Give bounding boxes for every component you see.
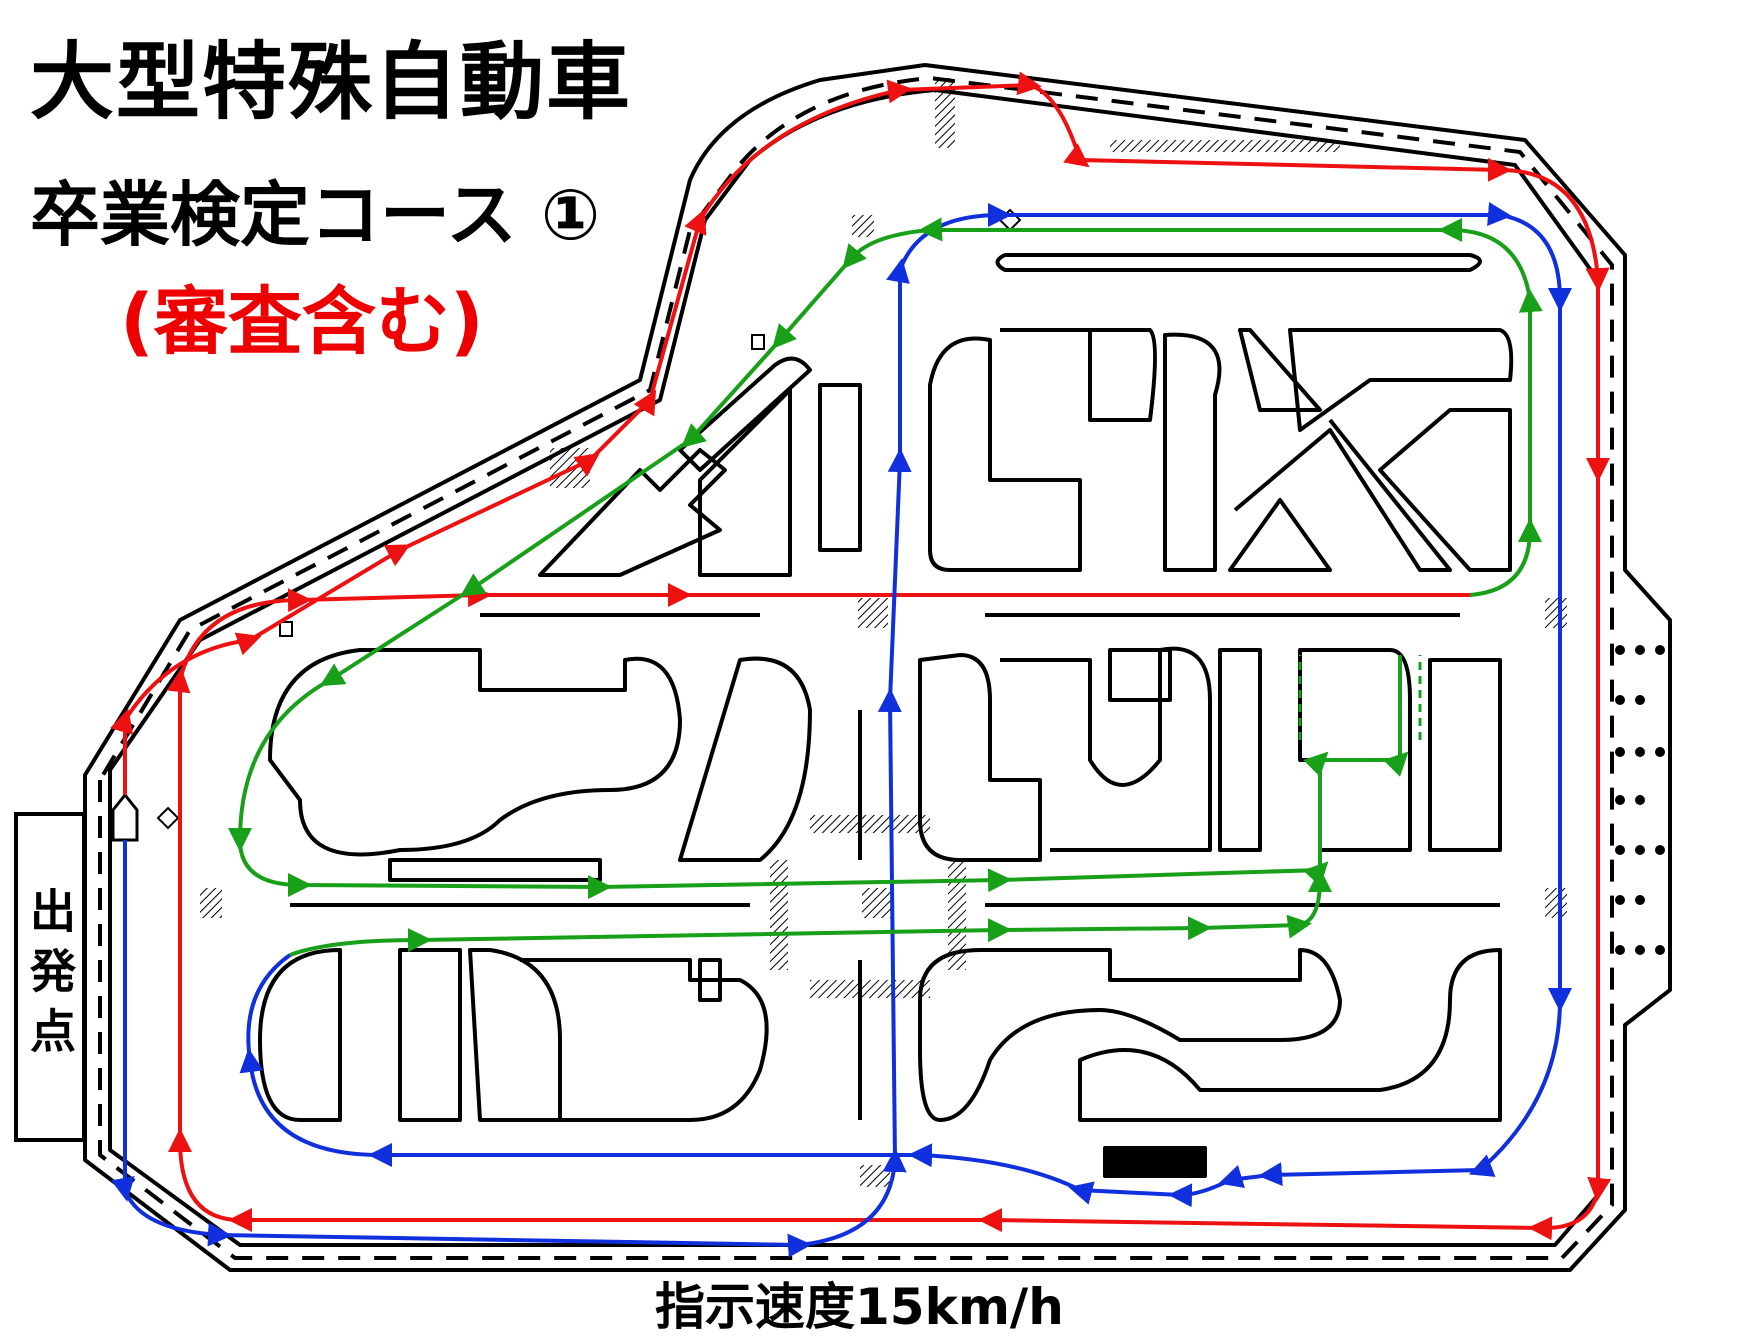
block-middle-left [268, 648, 812, 882]
edge-dots [1615, 645, 1665, 955]
block-lower-left [258, 948, 769, 1122]
block-upper-right [928, 253, 1514, 572]
route-blue [111, 202, 1573, 1258]
block-lower-right [918, 948, 1502, 1178]
start-vehicle-icon [111, 792, 139, 842]
course-note: (審査含む) [120, 279, 484, 365]
course-title: 大型特殊自動車 [30, 33, 633, 131]
block-middle-right [918, 646, 1502, 862]
route-green-lower [289, 760, 1332, 957]
route-green-branch [1298, 655, 1422, 740]
course-subtitle: 卒業検定コース ① [30, 174, 601, 256]
route-green [227, 217, 1543, 900]
start-label: 出発点 [14, 812, 86, 1142]
speed-label: 指示速度15km/h [655, 1278, 1064, 1336]
